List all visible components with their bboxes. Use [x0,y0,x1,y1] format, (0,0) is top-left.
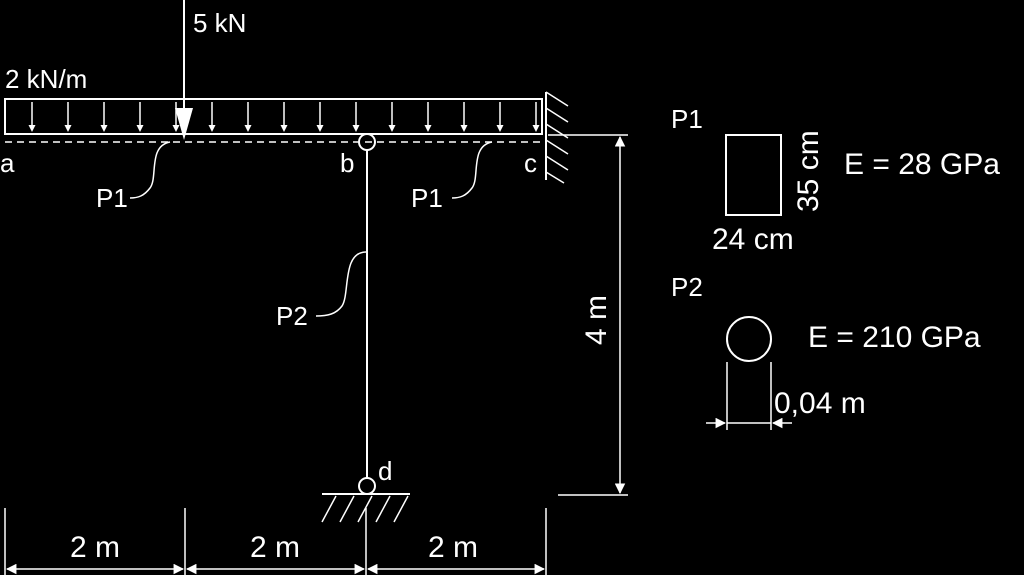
height-dimension-label: 4 m [580,295,613,345]
load-arrowhead [460,125,468,132]
leader-p1-left [129,141,171,199]
node-c-label: c [524,148,537,178]
load-block [4,98,543,135]
node-d-label: d [378,456,392,486]
node-b-label: b [340,148,354,178]
load-arrowhead [172,125,180,132]
load-arrowhead [64,125,72,132]
section-p2-circle [726,316,772,362]
load-arrowhead [424,125,432,132]
load-arrowhead [532,125,540,132]
section-p1-modulus-label: E = 28 GPa [844,148,1000,181]
load-arrowhead [316,125,324,132]
leader-p2 [315,251,367,317]
point-load-arrowhead [175,108,193,140]
member-p2-label: P2 [276,301,308,331]
distributed-load-label: 2 kN/m [5,64,87,94]
section-p2-modulus-label: E = 210 GPa [808,321,981,354]
member-p1-left-label: P1 [96,183,128,213]
load-arrowhead [244,125,252,132]
section-p1: P1 35 cm 24 cm E = 28 GPa [671,104,1000,256]
height-dimension [548,134,628,496]
load-arrowhead [496,125,504,132]
section-p2: P2 0,04 m E = 210 GPa [671,272,981,430]
node-a-label: a [0,148,15,178]
pin-support-d [321,477,410,523]
section-p2-diameter-label: 0,04 m [774,387,866,420]
distributed-load [4,98,543,135]
section-p2-title: P2 [671,272,703,302]
load-arrowhead [280,125,288,132]
member-p1-right-label: P1 [411,183,443,213]
load-arrowhead [208,125,216,132]
load-arrowhead [352,125,360,132]
section-p1-title: P1 [671,104,703,134]
load-arrowhead [388,125,396,132]
load-arrowhead [28,125,36,132]
leader-p1-right [451,141,493,199]
section-p1-width-label: 24 cm [712,223,794,256]
load-arrowhead [100,125,108,132]
span2-label: 2 m [250,531,300,564]
load-arrowhead [136,125,144,132]
point-load-label: 5 kN [193,8,246,38]
span-dimensions [4,508,547,575]
span1-label: 2 m [70,531,120,564]
load-arrows [28,102,540,132]
section-p1-height-label: 35 cm [792,130,825,212]
section-p1-rect [725,134,782,216]
fixed-support-c [545,91,569,184]
span3-label: 2 m [428,531,478,564]
point-load [175,0,193,140]
